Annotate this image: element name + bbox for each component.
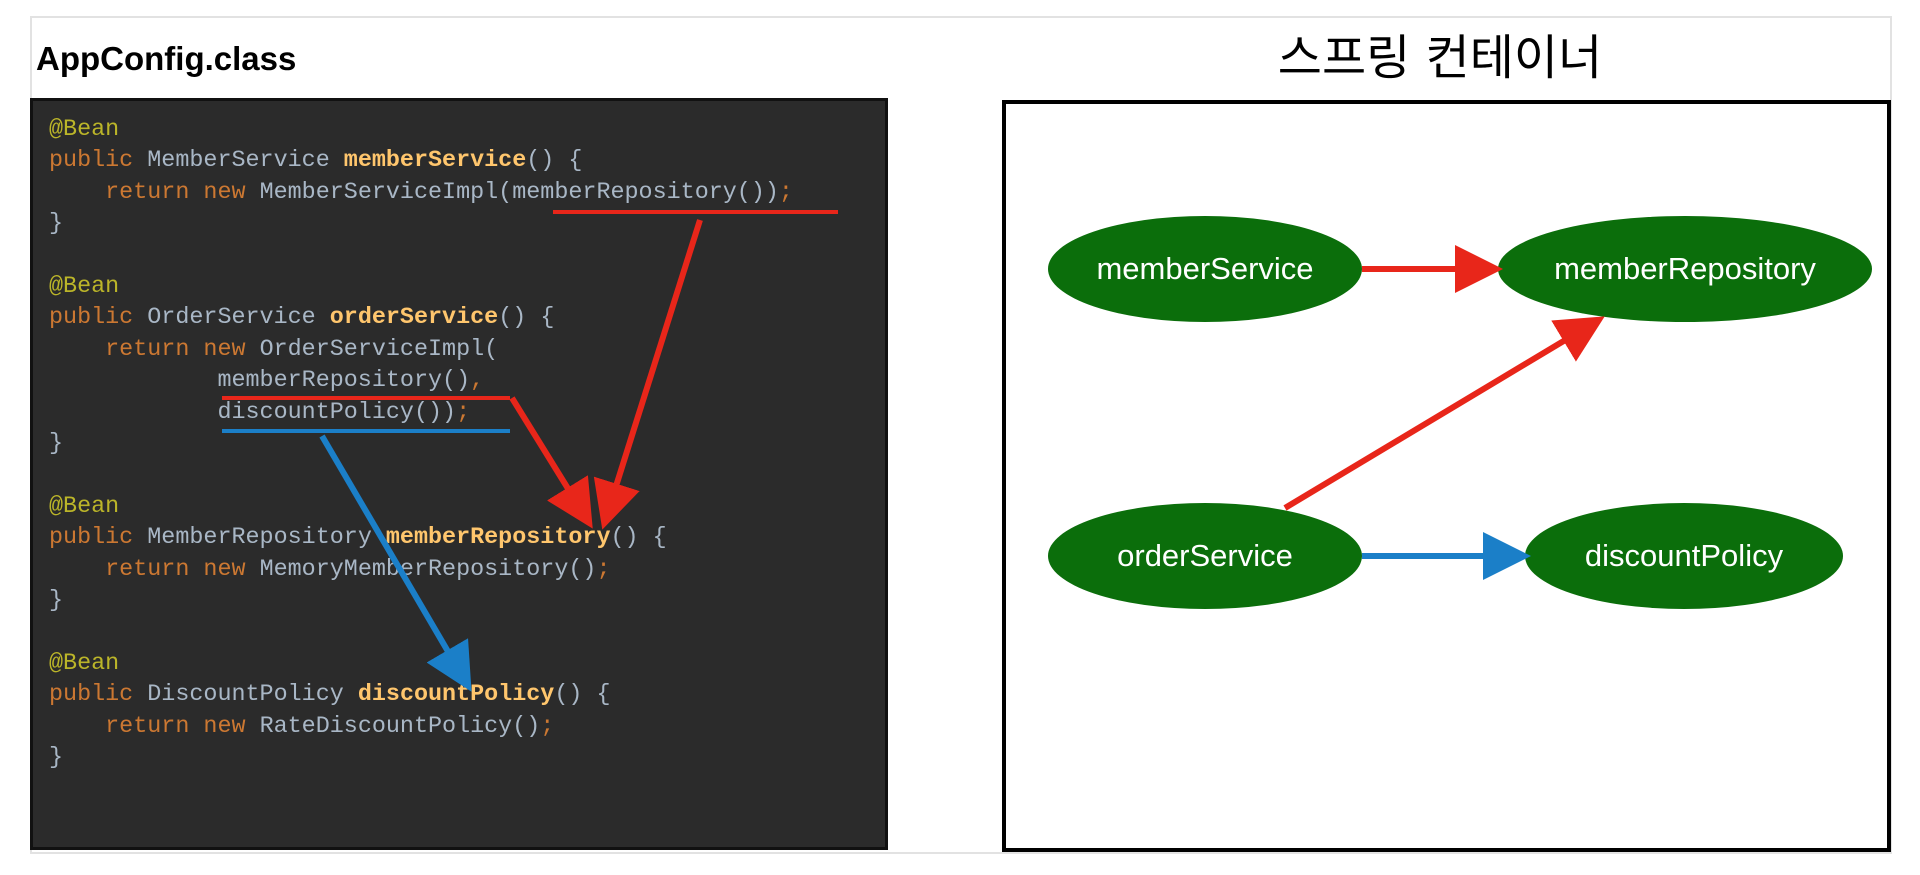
code-line: discountPolicy()); bbox=[49, 398, 793, 429]
code-token: memberRepository() bbox=[49, 368, 471, 395]
arrow-code-member-repository-2 bbox=[509, 396, 593, 529]
code-token: return new bbox=[49, 336, 260, 363]
node-member-service: memberService bbox=[1048, 216, 1362, 322]
code-line: } bbox=[49, 586, 793, 617]
code-line: public OrderService orderService() { bbox=[49, 303, 793, 334]
code-token: public bbox=[49, 305, 148, 332]
container-title: 스프링 컨테이너 bbox=[1277, 30, 1603, 86]
code-line: } bbox=[49, 743, 793, 774]
code-token: @Bean bbox=[49, 650, 120, 677]
code-token: () { bbox=[554, 682, 611, 709]
code-line: @Bean bbox=[49, 115, 793, 146]
code-line: @Bean bbox=[49, 492, 793, 523]
code-token: () { bbox=[498, 305, 555, 332]
arrow-code-discount-policy bbox=[319, 434, 472, 692]
code-token: MemberRepository bbox=[147, 525, 386, 552]
code-token: } bbox=[49, 745, 64, 772]
code-line: return new MemoryMemberRepository(); bbox=[49, 555, 793, 586]
code-token: return new bbox=[49, 556, 260, 583]
code-token: public bbox=[49, 682, 148, 709]
config-title: AppConfig.class bbox=[36, 40, 297, 77]
code-line: @Bean bbox=[49, 649, 793, 680]
code-token: @Bean bbox=[49, 117, 120, 143]
code-token: ; bbox=[596, 556, 611, 583]
code-token: } bbox=[49, 588, 64, 615]
code-token: return new bbox=[49, 713, 260, 740]
node-order-service: orderService bbox=[1048, 503, 1362, 609]
arrow-code-member-repository-1 bbox=[593, 219, 703, 530]
code-line: } bbox=[49, 429, 793, 460]
code-line: return new MemberServiceImpl(memberRepos… bbox=[49, 178, 793, 209]
code-token: OrderServiceImpl( bbox=[259, 336, 499, 363]
code-token: public bbox=[49, 148, 148, 175]
code-token: DiscountPolicy bbox=[147, 682, 358, 709]
code-token: discountPolicy()) bbox=[49, 399, 457, 426]
code-token: MemberServiceImpl(memberRepository()) bbox=[259, 179, 779, 206]
code-token: ; bbox=[778, 179, 793, 206]
code-token: MemoryMemberRepository() bbox=[259, 556, 597, 583]
code-token: } bbox=[49, 211, 64, 238]
code-token: ; bbox=[540, 713, 555, 740]
code-token: public bbox=[49, 525, 148, 552]
node-discount-policy: discountPolicy bbox=[1525, 503, 1843, 609]
code-line: return new RateDiscountPolicy(); bbox=[49, 712, 793, 743]
code-token: , bbox=[470, 368, 485, 395]
code-token: ; bbox=[456, 399, 471, 426]
code-line: return new OrderServiceImpl( bbox=[49, 335, 793, 366]
code-token: orderService bbox=[329, 305, 499, 332]
code-token: RateDiscountPolicy() bbox=[259, 713, 541, 740]
code-token: return new bbox=[49, 179, 260, 206]
code-line: memberRepository(), bbox=[49, 366, 793, 397]
code-token: () { bbox=[526, 148, 583, 175]
node-member-repository: memberRepository bbox=[1498, 216, 1872, 322]
code-token: () { bbox=[610, 525, 667, 552]
code-line: public DiscountPolicy discountPolicy() { bbox=[49, 680, 793, 711]
code-token: } bbox=[49, 431, 64, 458]
code-line: } bbox=[49, 209, 793, 240]
code-token: @Bean bbox=[49, 274, 120, 301]
code-token: memberService bbox=[343, 148, 527, 175]
code-line: @Bean bbox=[49, 272, 793, 303]
code-token: @Bean bbox=[49, 493, 120, 520]
code-token: MemberService bbox=[147, 148, 344, 175]
code-line: public MemberService memberService() { bbox=[49, 146, 793, 177]
code-token: OrderService bbox=[147, 305, 330, 332]
code-line: public MemberRepository memberRepository… bbox=[49, 523, 793, 554]
code-token: memberRepository bbox=[385, 525, 611, 552]
edge-order-service-to-member-repository bbox=[1283, 316, 1605, 511]
